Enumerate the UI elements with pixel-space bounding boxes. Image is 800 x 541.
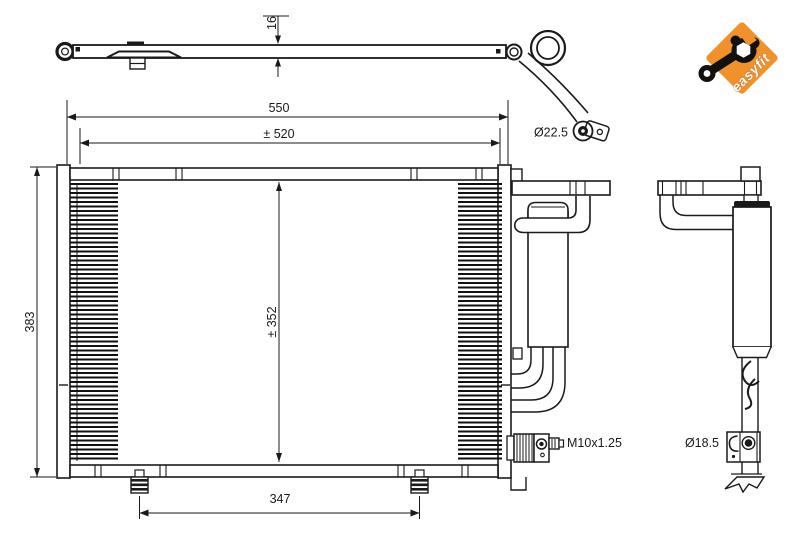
mounting-foot-right: [410, 469, 429, 494]
side-core-profile: [657, 180, 762, 196]
side-pipe: [659, 195, 734, 231]
top-frame: [69, 167, 499, 181]
drier-top-bracket: [511, 180, 611, 196]
dimension-thickness: 16: [263, 15, 289, 77]
mounting-width-label: ± 520: [263, 127, 294, 141]
wrench-icon: [698, 29, 760, 82]
top-view: [55, 29, 610, 142]
mounting-height-label: ± 352: [265, 306, 279, 337]
easyfit-logo: easyfit: [698, 22, 778, 95]
top-pipe-diameter-label: Ø22.5: [534, 126, 568, 140]
fins-left-column: [70, 183, 118, 461]
thread-spec-label: M10x1.25: [567, 436, 622, 450]
pipe-fitting: [572, 120, 594, 142]
left-tank: [56, 164, 71, 479]
overall-height-label: 383: [23, 312, 37, 333]
foot-spacing-label: 347: [270, 492, 291, 506]
fins-right-column: [458, 183, 502, 461]
dimension-overall-width: 550: [66, 100, 509, 164]
side-fitting-block: [726, 431, 761, 463]
dimension-mounting-width: ± 520: [79, 127, 501, 164]
front-view: [56, 164, 527, 494]
side-top-fitting: [740, 166, 761, 182]
mounting-foot-left: [130, 469, 149, 494]
drier-diameter-label: Ø18.5: [685, 436, 719, 450]
top-bracket-tab: [127, 41, 144, 46]
thread-fitting: [506, 433, 565, 463]
pipe-ring: [529, 29, 567, 67]
bottom-frame: [69, 464, 499, 478]
side-view: Ø18.5: [657, 166, 772, 494]
dimension-overall-height: 383: [23, 166, 56, 478]
side-bottom-bracket: [724, 473, 766, 494]
overall-width-label: 550: [269, 101, 290, 115]
thickness-label: 16: [265, 16, 279, 30]
dimension-foot-spacing: 347: [139, 492, 420, 519]
dimension-mounting-height: ± 352: [265, 182, 282, 462]
inlet-pipe: [518, 60, 578, 123]
bottom-right-step: [510, 477, 527, 491]
side-drier-bottle: [732, 206, 772, 348]
receiver-drier-front: M10x1.25: [506, 180, 622, 463]
